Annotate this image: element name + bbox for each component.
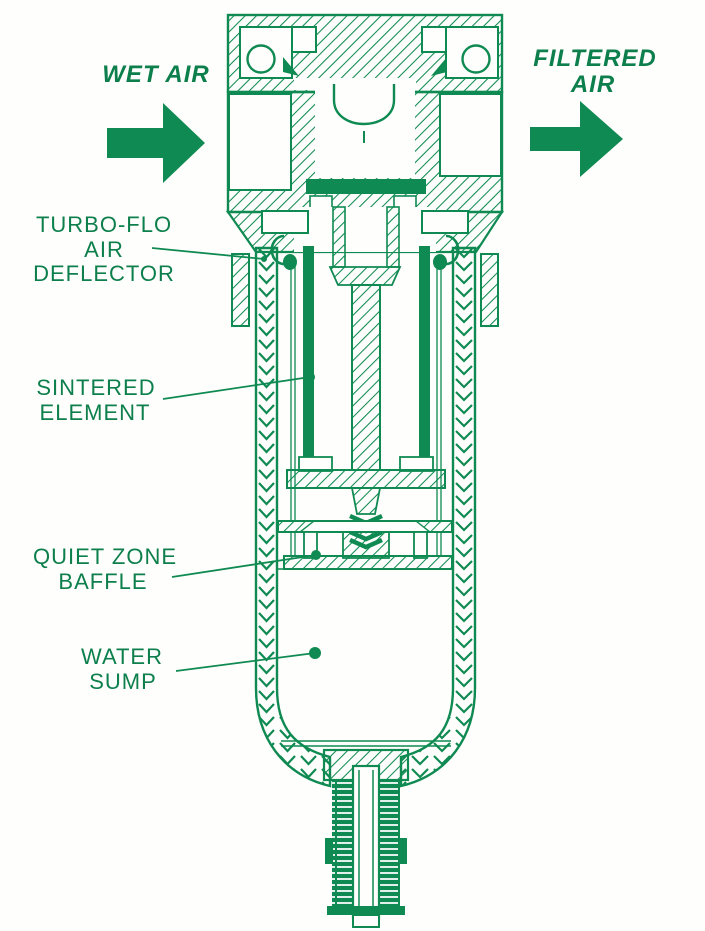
deflector-shoe-left xyxy=(261,210,309,234)
deflector-shoe-right xyxy=(421,210,469,234)
drain-fitting xyxy=(322,748,410,928)
drain-thread-left-lines xyxy=(332,780,353,908)
deflector-seal-left xyxy=(283,254,297,270)
bowl-wall-right xyxy=(399,246,477,788)
leader-element xyxy=(162,376,311,400)
baffle-bottom-band xyxy=(283,555,453,570)
wet-air-arrow-icon xyxy=(107,103,205,183)
sump-label-line2: SUMP xyxy=(89,669,157,694)
outlet-port xyxy=(439,93,502,177)
bolt-boss-left xyxy=(239,26,317,79)
bolt-hole-right xyxy=(461,44,491,74)
bolt-boss-right xyxy=(421,26,499,79)
sintered-element-right xyxy=(419,246,430,466)
wet-air-label: WET AIR xyxy=(102,61,209,88)
leader-sump xyxy=(175,652,316,672)
baffle-label-line2: BAFFLE xyxy=(58,569,147,594)
stem-neck xyxy=(350,487,382,515)
filtered-air-line1: FILTERED xyxy=(533,45,657,72)
inlet-port xyxy=(228,93,292,191)
element-label-line2: ELEMENT xyxy=(40,400,151,425)
deflector-label-line3: DEFLECTOR xyxy=(33,261,175,286)
seal-wedge-left xyxy=(283,57,299,76)
filtered-air-label: FILTERED AIR xyxy=(533,45,657,98)
turbo-flo-air-deflector xyxy=(261,206,469,286)
callout-water-sump: WATER SUMP xyxy=(81,644,163,694)
sintered-element-left xyxy=(303,246,314,466)
filtered-air-line2: AIR xyxy=(570,71,615,98)
bowl-wall-left xyxy=(254,246,332,788)
bowl-lock-tab-right xyxy=(480,253,499,327)
drain-tube-tip xyxy=(352,914,380,928)
baffle-wedge-right xyxy=(413,520,453,533)
drain-nub-left xyxy=(325,838,333,864)
baffle-wedge-left xyxy=(277,520,317,533)
drain-thread-right-lines xyxy=(379,780,400,908)
element-label-line1: SINTERED xyxy=(36,375,155,400)
deflector-cavity xyxy=(294,207,436,252)
stem-collar xyxy=(328,266,402,286)
deflector-label-line2: AIR xyxy=(84,237,124,262)
element-cup-lip-right xyxy=(399,456,434,472)
gasket-bar xyxy=(306,179,426,194)
quiet-zone-baffle xyxy=(277,520,453,570)
leader-lines xyxy=(151,247,321,672)
deflector-seal-right xyxy=(433,254,447,270)
leader-sump-dot xyxy=(309,647,321,659)
drain-bottom-bar xyxy=(327,906,405,915)
element-cup-lip-left xyxy=(298,456,333,472)
drain-tube xyxy=(351,764,381,920)
deflector-label-line1: TURBO-FLO xyxy=(36,212,172,237)
center-stem xyxy=(351,284,381,471)
baffle-rib-right xyxy=(413,531,428,559)
callout-quiet-zone-baffle: QUIET ZONE BAFFLE xyxy=(33,544,177,594)
dome-bell xyxy=(332,84,396,126)
stem-top-band-right xyxy=(386,206,400,268)
leader-deflector-dot xyxy=(261,256,267,262)
sump-label-line1: WATER xyxy=(81,644,163,669)
stem-top-band-left xyxy=(332,206,346,268)
leader-deflector xyxy=(151,247,265,260)
callout-sintered-element: SINTERED ELEMENT xyxy=(36,375,155,425)
element-cup-plate xyxy=(286,469,446,489)
drain-nub-right xyxy=(399,838,407,864)
baffle-center-block xyxy=(342,531,390,559)
seal-wedge-right xyxy=(431,57,447,76)
leader-element-dot xyxy=(305,372,315,382)
bowl-lock-tab-left xyxy=(231,253,250,327)
leader-baffle xyxy=(171,554,317,578)
baffle-label-line1: QUIET ZONE xyxy=(33,544,177,569)
filtered-air-arrow-icon xyxy=(530,101,623,177)
leader-baffle-dot xyxy=(311,550,321,560)
callout-turbo-flo-air-deflector: TURBO-FLO AIR DEFLECTOR xyxy=(33,212,175,286)
filter-head-casting xyxy=(225,13,505,254)
bolt-hole-left xyxy=(246,44,276,74)
sintered-element-assembly xyxy=(286,246,446,556)
